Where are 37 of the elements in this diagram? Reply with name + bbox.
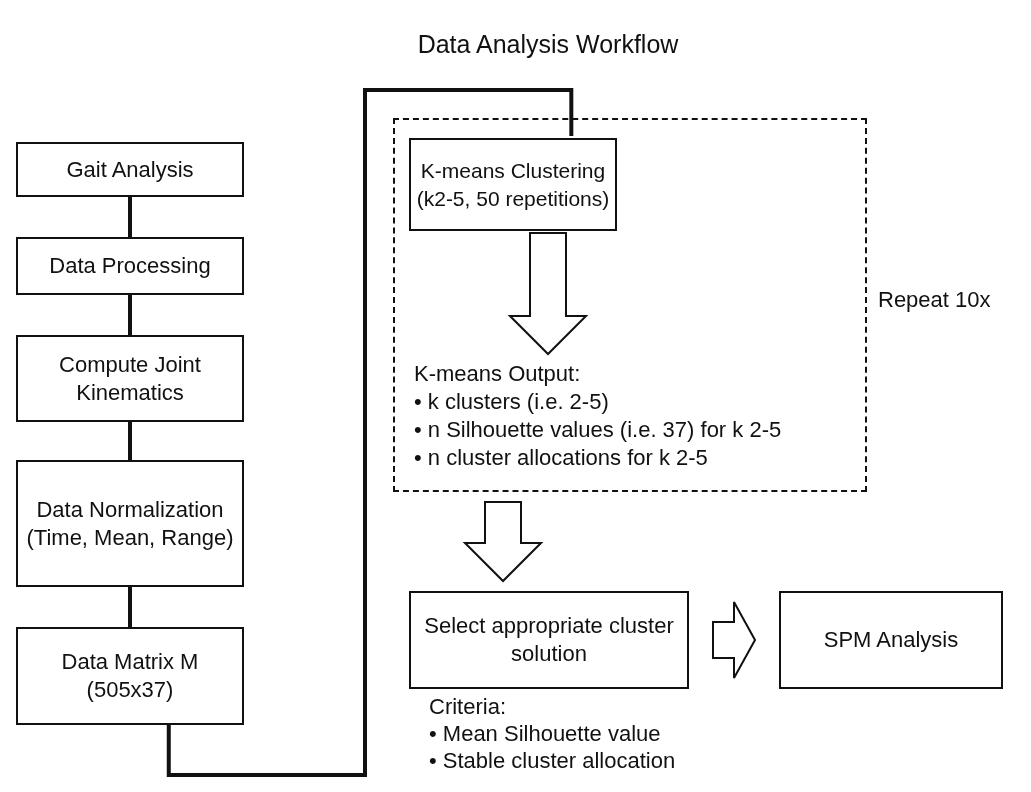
note-heading: Criteria: — [429, 693, 507, 720]
dashed-group-box — [393, 118, 867, 492]
box-label: (505x37) — [86, 676, 174, 704]
box-label: (Time, Mean, Range) — [26, 523, 234, 552]
side-note: Repeat 10x — [878, 286, 991, 313]
bullet-item: • n Silhouette values (i.e. 37) for k 2-5 — [414, 416, 782, 444]
box-label: Data Processing — [49, 252, 211, 280]
process-box — [779, 591, 1003, 689]
box-label: Gait Analysis — [66, 155, 194, 184]
block-arrow — [507, 232, 589, 356]
bullet-item: • Mean Silhouette value — [429, 720, 662, 747]
box-label: (k2-5, 50 repetitions) — [416, 185, 610, 212]
block-arrow — [462, 501, 544, 583]
bullet-item: • k clusters (i.e. 2-5) — [414, 388, 609, 416]
connector-line — [128, 587, 132, 627]
process-box — [16, 335, 244, 422]
process-box — [16, 627, 244, 725]
process-box — [16, 142, 244, 197]
box-label: Compute Joint Kinematics — [58, 350, 202, 407]
box-label: Data Matrix M — [61, 648, 199, 676]
process-box — [409, 138, 617, 231]
block-arrow — [712, 601, 757, 679]
bullet-item: • Stable cluster allocation — [429, 747, 676, 774]
process-box — [16, 237, 244, 295]
process-box — [409, 591, 689, 689]
connector-line — [166, 88, 574, 777]
diagram-title: Data Analysis Workflow — [416, 30, 680, 59]
box-label: K-means Clustering — [420, 157, 606, 184]
process-box — [16, 460, 244, 587]
output-heading: K-means Output: — [414, 360, 581, 388]
connector-line — [128, 197, 132, 237]
connector-line — [128, 422, 132, 460]
box-label: SPM Analysis — [823, 626, 959, 654]
bullet-item: • n cluster allocations for k 2-5 — [414, 444, 708, 472]
box-label: Select appropriate cluster solution — [423, 612, 675, 668]
box-label: Data Normalization — [36, 495, 224, 524]
connector-line — [128, 295, 132, 335]
